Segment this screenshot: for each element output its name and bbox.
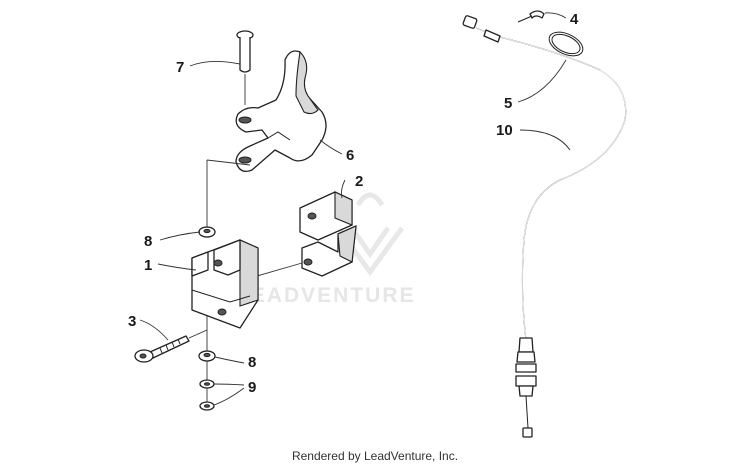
callouts: 7 6 2 8 1 3 8 9 4 5 10 — [128, 11, 579, 396]
connection-line — [206, 159, 251, 166]
callout-4: 4 — [570, 11, 579, 28]
part-4-clip — [517, 10, 545, 23]
connection-line — [249, 262, 303, 279]
callout-10: 10 — [496, 122, 513, 139]
part-7-pin — [236, 30, 254, 105]
part-3-bolt — [134, 329, 208, 363]
part-8-washer-bottom — [198, 316, 216, 362]
callout-3: 3 — [128, 313, 136, 330]
part-5-clip — [548, 31, 584, 57]
callout-7: 7 — [176, 59, 184, 76]
part-2-clamp — [299, 191, 357, 277]
part-8-washer-top — [198, 226, 216, 238]
part-10-cable — [462, 15, 627, 438]
callout-6: 6 — [346, 147, 354, 164]
leader-lines — [139, 12, 571, 406]
watermark-text: LEADVENTURE — [236, 284, 416, 307]
part-1-block — [191, 239, 259, 329]
watermark: LEADVENTURE — [236, 192, 416, 307]
callout-2: 2 — [355, 173, 363, 190]
callout-1: 1 — [144, 257, 152, 274]
footer-credit: Rendered by LeadVenture, Inc. — [291, 449, 459, 463]
part-9-washers — [199, 361, 215, 411]
callout-9: 9 — [248, 379, 256, 396]
callout-5: 5 — [504, 95, 512, 112]
callout-8-bottom: 8 — [248, 354, 256, 371]
callout-8-top: 8 — [144, 233, 152, 250]
part-6-clevis — [235, 50, 327, 173]
